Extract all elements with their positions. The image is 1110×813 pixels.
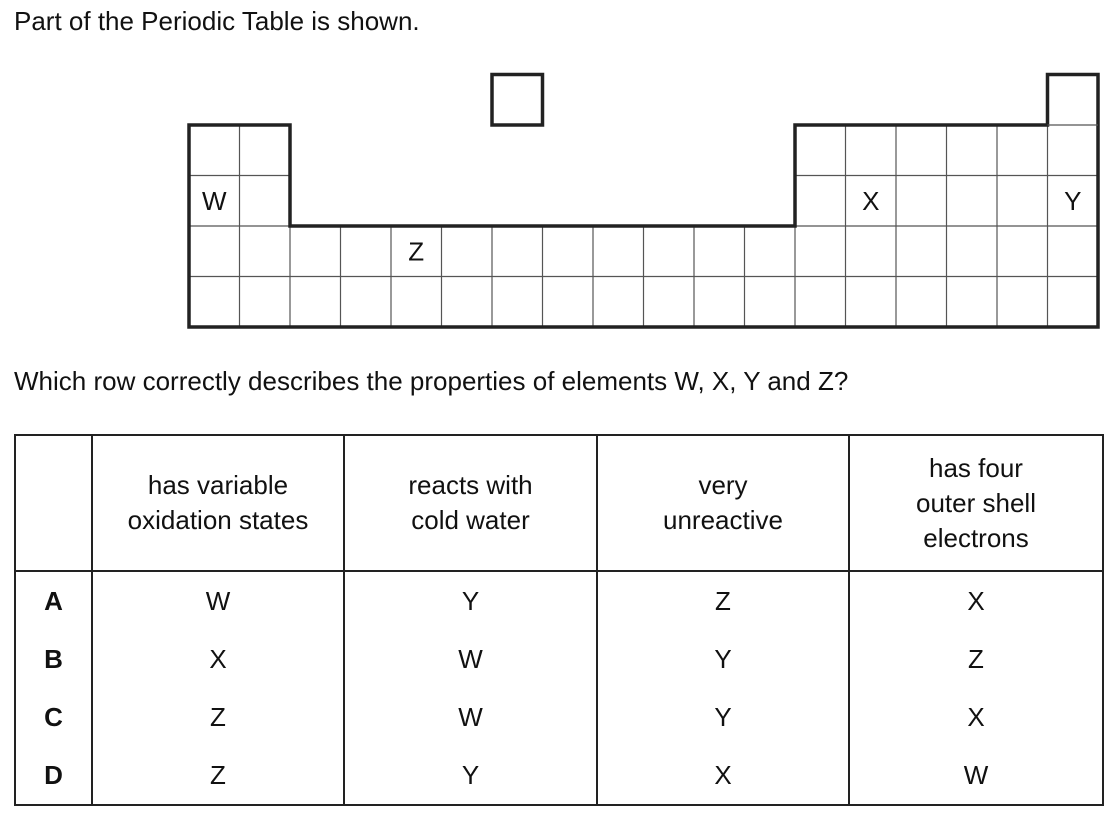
table-cell: Y	[596, 688, 850, 746]
answer-table: has variable oxidation states reacts wit…	[14, 434, 1104, 806]
table-row: C Z W Y X	[14, 688, 1104, 746]
hydrogen-box	[490, 72, 545, 127]
table-cell: X	[848, 688, 1104, 746]
table-cell: X	[848, 571, 1104, 630]
table-cell: Z	[91, 688, 345, 746]
table-cell: W	[91, 571, 345, 630]
table-cell: Y	[343, 571, 598, 630]
element-label-y: Y	[1064, 186, 1081, 216]
row-letter: D	[14, 746, 93, 805]
row-letter: B	[14, 630, 93, 688]
header-blank	[14, 435, 93, 572]
table-cell: X	[91, 630, 345, 688]
table-row: A W Y Z X	[14, 571, 1104, 630]
header-reacts-cold-water: reacts with cold water	[343, 435, 598, 572]
row-letter: C	[14, 688, 93, 746]
row-letter: A	[14, 571, 93, 630]
table-row: D Z Y X W	[14, 746, 1104, 805]
table-cell: W	[343, 688, 598, 746]
header-very-unreactive: very unreactive	[596, 435, 850, 572]
table-cell: X	[596, 746, 850, 805]
element-label-w: W	[202, 186, 227, 216]
element-label-x: X	[862, 186, 879, 216]
header-four-outer-electrons: has four outer shell electrons	[848, 435, 1104, 572]
table-cell: Z	[91, 746, 345, 805]
table-cell: Z	[596, 571, 850, 630]
question-text: Which row correctly describes the proper…	[14, 366, 849, 396]
table-row: B X W Y Z	[14, 630, 1104, 688]
table-cell: W	[343, 630, 598, 688]
table-cell: Z	[848, 630, 1104, 688]
header-variable-oxidation: has variable oxidation states	[91, 435, 345, 572]
answer-table-header-row: has variable oxidation states reacts wit…	[14, 435, 1104, 572]
intro-text: Part of the Periodic Table is shown.	[14, 6, 420, 36]
element-label-z: Z	[408, 236, 424, 266]
periodic-table-diagram: W X Y Z	[187, 72, 1100, 329]
table-cell: Y	[343, 746, 598, 805]
table-cell: W	[848, 746, 1104, 805]
table-cell: Y	[596, 630, 850, 688]
